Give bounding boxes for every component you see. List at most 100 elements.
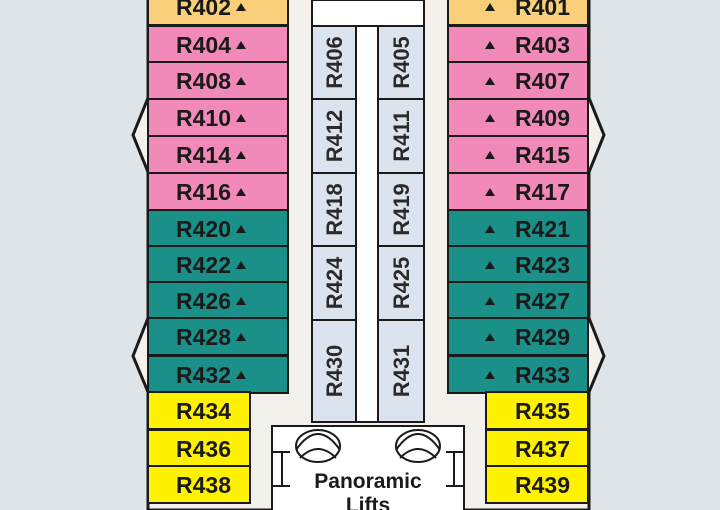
cabin-label: R422 <box>176 252 231 278</box>
cabin-r403[interactable]: R403 <box>447 25 589 64</box>
cabin-label: R431 <box>389 345 414 398</box>
cabin-box <box>447 0 589 26</box>
starboard-cabins: R401R403R407R409R415R417R421R423R427R429… <box>447 0 589 504</box>
cabin-box <box>447 355 589 394</box>
cabin-label: R434 <box>176 398 231 424</box>
cabin-r423[interactable]: R423 <box>447 245 589 284</box>
cabin-label: R403 <box>515 32 570 58</box>
cabin-box <box>447 25 589 64</box>
cabin-r401[interactable]: R401 <box>447 0 589 26</box>
cabin-r426[interactable]: R426 <box>147 281 289 320</box>
cabin-r438[interactable]: R438 <box>147 465 251 504</box>
cabin-r408[interactable]: R408 <box>147 61 289 100</box>
cabin-r427[interactable]: R427 <box>447 281 589 320</box>
cabin-label: R428 <box>176 324 231 350</box>
lift-label-line1: Panoramic <box>314 470 422 493</box>
triangle-marker-icon <box>236 371 246 379</box>
cabin-r433[interactable]: R433 <box>447 355 589 394</box>
cabin-r416[interactable]: R416 <box>147 172 289 211</box>
cabin-box <box>311 98 357 174</box>
cabin-label: R418 <box>322 183 347 236</box>
cabin-label: R438 <box>176 472 231 498</box>
triangle-marker-icon <box>485 225 495 233</box>
cabin-r414[interactable]: R414 <box>147 135 289 174</box>
cabin-label: R401 <box>515 0 570 20</box>
cabin-r436[interactable]: R436 <box>147 429 251 468</box>
cabin-box <box>147 355 289 394</box>
triangle-marker-icon <box>236 188 246 196</box>
cabin-r415[interactable]: R415 <box>447 135 589 174</box>
cabin-box <box>311 25 357 100</box>
inner-divider <box>355 25 379 423</box>
triangle-marker-icon <box>236 41 246 49</box>
cabin-r407[interactable]: R407 <box>447 61 589 100</box>
cabin-label: R407 <box>515 68 570 94</box>
triangle-marker-icon <box>485 188 495 196</box>
cabin-r425[interactable]: R425 <box>377 245 425 321</box>
cabin-label: R435 <box>515 398 570 424</box>
triangle-marker-icon <box>236 114 246 122</box>
cabin-box <box>447 245 589 284</box>
cabin-box <box>485 465 589 504</box>
cabin-box <box>485 429 589 468</box>
cabin-box <box>377 319 425 423</box>
cabin-r411[interactable]: R411 <box>377 98 425 174</box>
cabin-box <box>147 317 289 356</box>
cabin-r421[interactable]: R421 <box>447 209 589 248</box>
cabin-box <box>147 209 289 248</box>
triangle-marker-icon <box>485 114 495 122</box>
cabin-r409[interactable]: R409 <box>447 98 589 137</box>
cabin-r424[interactable]: R424 <box>311 245 357 321</box>
cabin-r428[interactable]: R428 <box>147 317 289 356</box>
cabin-r431[interactable]: R431 <box>377 319 425 423</box>
cabin-label: R439 <box>515 472 570 498</box>
triangle-marker-icon <box>236 225 246 233</box>
cabin-label: R408 <box>176 68 231 94</box>
cabin-r432[interactable]: R432 <box>147 355 289 394</box>
cabin-label: R417 <box>515 179 570 205</box>
port-cabins: R402R404R408R410R414R416R420R422R426R428… <box>147 0 289 504</box>
cabin-r410[interactable]: R410 <box>147 98 289 137</box>
cabin-r412[interactable]: R412 <box>311 98 357 174</box>
cabin-r402[interactable]: R402 <box>147 0 289 26</box>
triangle-marker-icon <box>485 41 495 49</box>
cabin-label: R402 <box>176 0 231 20</box>
cabin-r406[interactable]: R406 <box>311 25 357 100</box>
cabin-r435[interactable]: R435 <box>485 391 589 430</box>
cabin-r430[interactable]: R430 <box>311 319 357 423</box>
cabin-label: R411 <box>389 110 414 161</box>
cabin-r405[interactable]: R405 <box>377 25 425 100</box>
triangle-marker-icon <box>236 3 246 11</box>
cabin-r437[interactable]: R437 <box>485 429 589 468</box>
cabin-r439[interactable]: R439 <box>485 465 589 504</box>
cabin-r422[interactable]: R422 <box>147 245 289 284</box>
cabin-label: R427 <box>515 288 570 314</box>
cabin-box <box>147 391 251 430</box>
panoramic-lifts: Panoramic Lifts <box>271 425 465 510</box>
cabin-label: R405 <box>389 36 414 89</box>
triangle-marker-icon <box>236 297 246 305</box>
cabin-box <box>447 317 589 356</box>
cabin-r429[interactable]: R429 <box>447 317 589 356</box>
atrium-top <box>311 0 425 27</box>
cabin-label: R424 <box>322 256 347 309</box>
cabin-box <box>147 0 289 26</box>
triangle-marker-icon <box>485 3 495 11</box>
cabin-r434[interactable]: R434 <box>147 391 251 430</box>
cabin-label: R419 <box>389 183 414 236</box>
cabin-r418[interactable]: R418 <box>311 172 357 247</box>
cabin-label: R409 <box>515 105 570 131</box>
cabin-r420[interactable]: R420 <box>147 209 289 248</box>
cabin-label: R426 <box>176 288 231 314</box>
cabin-r419[interactable]: R419 <box>377 172 425 247</box>
cabin-box <box>147 135 289 174</box>
lift-right-door <box>446 451 464 487</box>
cabin-label: R406 <box>322 36 347 89</box>
cabin-r417[interactable]: R417 <box>447 172 589 211</box>
triangle-marker-icon <box>485 77 495 85</box>
cabin-label: R433 <box>515 362 570 388</box>
cabin-r404[interactable]: R404 <box>147 25 289 64</box>
cabin-label: R437 <box>515 436 570 462</box>
triangle-marker-icon <box>485 261 495 269</box>
